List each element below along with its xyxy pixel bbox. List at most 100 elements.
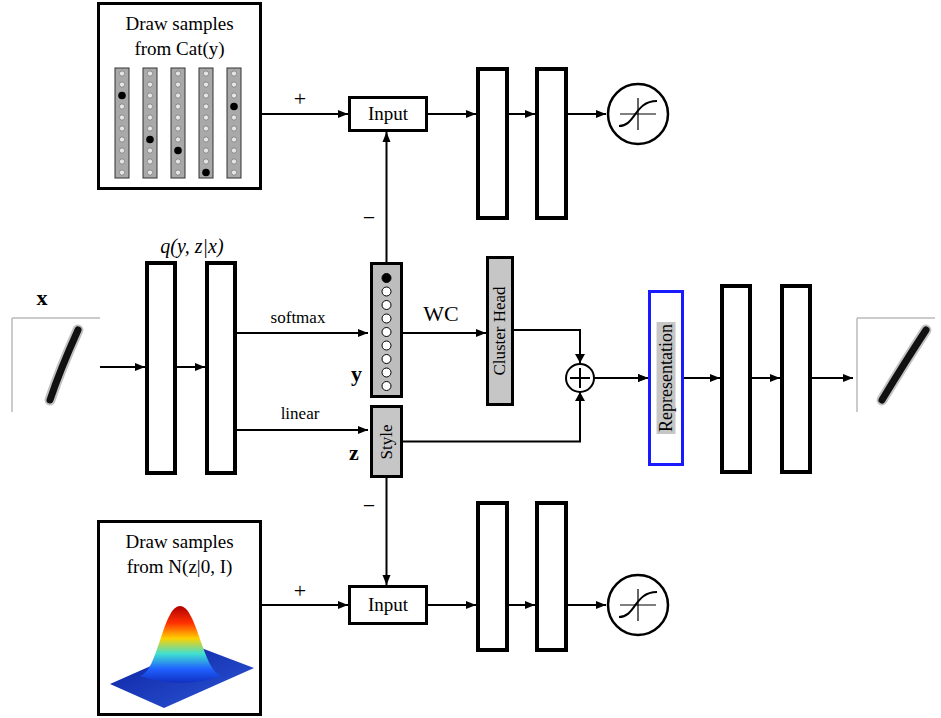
sum-cross: [570, 368, 590, 388]
node-text: Cluster Head: [491, 286, 509, 375]
encoder-layer: [207, 263, 235, 473]
cluster-head: Cluster Head: [486, 256, 514, 406]
edge-label: −: [363, 206, 375, 230]
style-vector: Stylez: [370, 405, 403, 478]
node-text: Style: [378, 424, 396, 459]
output-image: [857, 318, 935, 412]
arrow: [237, 429, 368, 431]
unit: [382, 314, 391, 323]
input-box: Input: [348, 585, 428, 625]
unit: [382, 382, 391, 391]
discriminator-layer: [537, 503, 566, 650]
arrow: [568, 113, 606, 115]
layers: [147, 69, 810, 650]
edge-label: +: [294, 87, 306, 111]
connector: [386, 478, 388, 585]
one-hot-dot: [202, 169, 210, 177]
unit: [382, 301, 391, 310]
arrow: [568, 604, 606, 606]
arrow: [177, 366, 205, 368]
input-box: Input: [348, 96, 428, 132]
digit-stroke: [50, 330, 78, 400]
image-frame: [857, 318, 935, 412]
arrow-head: [575, 354, 585, 363]
decoder-layer: [722, 286, 750, 472]
connector: [403, 378, 648, 442]
sampler-box: Draw samples from Cat(y): [97, 2, 262, 190]
connector: [403, 332, 486, 334]
arrow: [428, 113, 476, 115]
arrow: [428, 604, 476, 606]
one-hot-strip: [227, 68, 241, 178]
activation-label: linear: [281, 405, 320, 424]
sigmoid-symbol: [608, 575, 668, 635]
unit: [382, 368, 391, 377]
arrow: [684, 377, 720, 379]
vector-ground: [373, 265, 400, 395]
node-text: Draw samples from N(z|0, I): [100, 523, 259, 579]
sigmoid-symbol: [608, 84, 668, 144]
gaussian-plot: [110, 606, 254, 708]
one-hot-dot: [146, 136, 154, 144]
edge-label: −: [363, 494, 375, 518]
sigmoid-axes: [620, 589, 656, 621]
sigmoid-circle: [608, 575, 668, 635]
sigmoid-curve: [619, 592, 657, 617]
digit-stroke: [882, 330, 926, 400]
arrow: [509, 113, 535, 115]
node-text: Draw samples from Cat(y): [100, 5, 259, 61]
connector: [262, 113, 348, 115]
sigmoid-axes: [620, 98, 656, 130]
arrow: [812, 377, 853, 379]
unit: [382, 341, 391, 350]
arrow: [509, 604, 535, 606]
one-hot-strip: [199, 68, 213, 178]
sigmoid-curve: [619, 101, 657, 126]
digit-blur: [882, 330, 926, 400]
unit: [382, 355, 391, 364]
node-text: Input: [368, 595, 408, 616]
unit: [382, 328, 391, 337]
active-unit: [382, 274, 391, 283]
sum-circle: [566, 364, 594, 392]
sigmoid-circle: [608, 84, 668, 144]
discriminator-layer: [478, 69, 507, 218]
discriminator-layer: [478, 503, 507, 650]
vector-units: [382, 274, 391, 391]
arrow: [752, 377, 780, 379]
connector: [262, 604, 348, 606]
edge-label: +: [294, 579, 306, 603]
encoder-label: q(y, z|x): [160, 235, 223, 257]
one-hot-strip: [171, 68, 185, 178]
arrow: [100, 366, 145, 368]
node-text: z: [349, 442, 359, 464]
one-hot-strip: [115, 68, 129, 178]
input-image: [12, 318, 100, 412]
node-text: Input: [368, 104, 408, 125]
input-symbol: x: [37, 286, 48, 310]
digit-blur: [50, 330, 78, 400]
arrow: [237, 332, 368, 334]
one-hot-dot: [174, 147, 182, 155]
sampler-box: Draw samples from N(z|0, I): [97, 520, 262, 716]
one-hot-samples: [115, 68, 241, 178]
representation-box: Representation: [648, 290, 684, 466]
image-frame: [12, 318, 100, 412]
connector: [386, 132, 388, 262]
one-hot-dot: [230, 103, 238, 111]
gaussian-bump: [140, 606, 222, 683]
arrow-head: [575, 392, 585, 401]
decoder-layer: [782, 286, 810, 472]
node-text: Representation: [657, 322, 676, 434]
categorical-vector: y: [370, 262, 403, 398]
one-hot-dot: [118, 92, 126, 100]
activation-label: softmax: [271, 309, 326, 328]
node-text: y: [351, 363, 362, 385]
edge-label: WC: [423, 302, 458, 326]
unit: [382, 287, 391, 296]
